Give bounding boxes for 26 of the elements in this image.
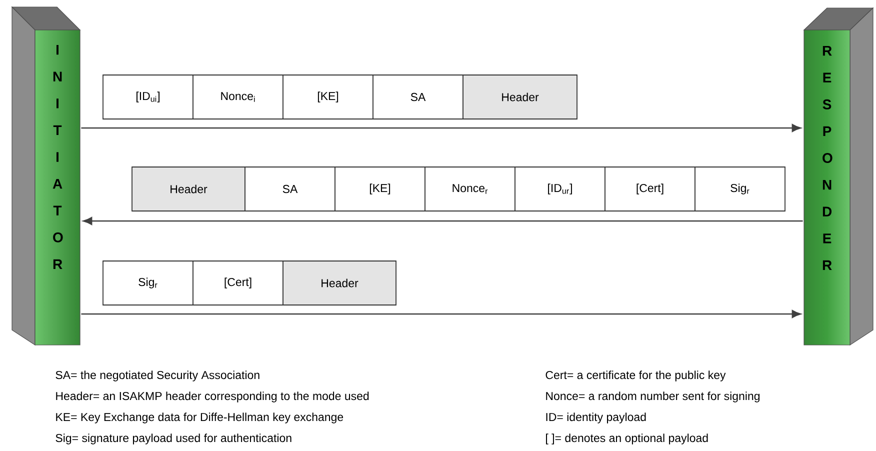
arrow bbox=[81, 310, 801, 318]
legend-text: Nonce= a random number sent for signing bbox=[546, 392, 760, 402]
arrow bbox=[83, 217, 803, 225]
payload-cell: Sig$_{r}$ bbox=[102, 260, 194, 306]
legend-text: Header= an ISAKMP header corresponding to the mode used bbox=[56, 392, 369, 402]
legend-text: Sig= signature payload used for authentication bbox=[56, 434, 292, 444]
payload-cell: [KE] bbox=[282, 74, 374, 120]
payload-cell: SA bbox=[372, 74, 464, 120]
payload-cell: [ID$_{ui}$] bbox=[102, 74, 194, 120]
legend-text: [ ]= denotes an optional payload bbox=[546, 434, 708, 444]
payload-cell: Sig$_{r}$ bbox=[694, 166, 786, 212]
arrow bbox=[81, 124, 801, 132]
payload-cell: Nonce$_{r}$ bbox=[424, 166, 516, 212]
payload-cell: [Cert] bbox=[604, 166, 696, 212]
payload-cell: SA bbox=[244, 166, 336, 212]
legend-text: Cert= a certificate for the public key bbox=[546, 370, 726, 382]
payload-cell: [ID$_{ur}$] bbox=[514, 166, 606, 212]
legend-text: KE= Key Exchange data for Diffe-Hellman key exchange bbox=[56, 412, 344, 424]
payload-cell: Nonce$_{i}$ bbox=[192, 74, 284, 120]
payload-cell: [KE] bbox=[334, 166, 426, 212]
payload-cell: Header bbox=[132, 166, 246, 212]
payload-cell: Header bbox=[462, 74, 578, 120]
legend-text: SA= the negotiated Security Association bbox=[56, 370, 260, 382]
legend-text: ID= identity payload bbox=[546, 412, 646, 424]
payload-cell: [Cert] bbox=[192, 260, 284, 306]
payload-cell: Header bbox=[282, 260, 396, 306]
